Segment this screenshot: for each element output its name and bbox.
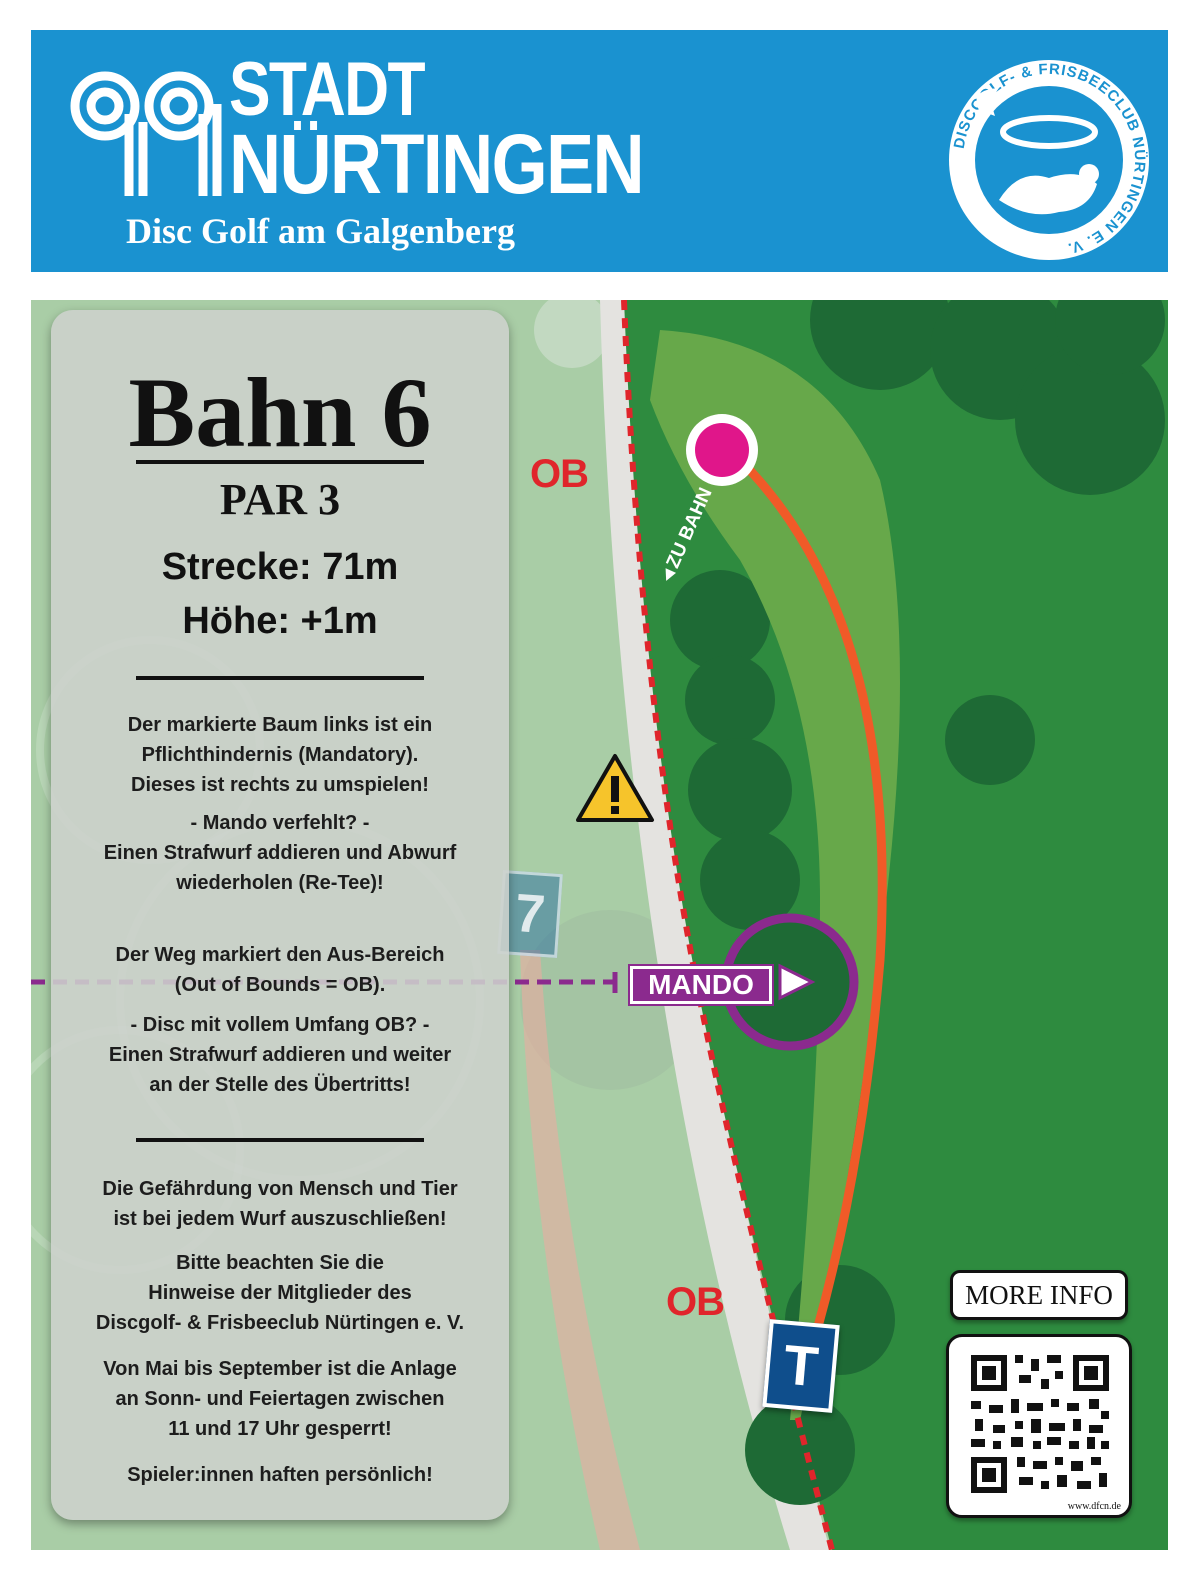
safety-note: Die Gefährdung von Mensch und Tier ist b…	[102, 1178, 458, 1230]
divider	[136, 676, 424, 680]
closure-note: Von Mai bis September ist die Anlage an …	[103, 1358, 457, 1440]
ob-label-bottom: OB	[666, 1280, 725, 1324]
liability-note: Spieler:innen haften persönlich!	[127, 1464, 433, 1486]
height: Höhe: +1m	[182, 600, 378, 642]
ob-label-top: OB	[530, 452, 589, 496]
warning-icon	[576, 754, 654, 822]
qr-code-icon	[971, 1355, 1109, 1493]
ob-rule: Der Weg markiert den Aus-Bereich (Out of…	[115, 944, 445, 996]
par: PAR 3	[219, 475, 341, 524]
tee-sign-icon: T	[762, 1319, 840, 1413]
divider	[136, 460, 424, 464]
mando-rule: Der markierte Baum links ist ein Pflicht…	[127, 714, 433, 796]
basket-icon	[686, 414, 758, 486]
club-logo-icon: DISCGOLF- & FRISBEECLUB NÜRTINGEN E. V.	[949, 60, 1149, 260]
info-panel: Bahn 6 PAR 3 Strecke: 71m Höhe: +1m Der …	[51, 310, 509, 1520]
city-logo-icon	[70, 71, 222, 196]
city-name-line2: NÜRTINGEN	[229, 117, 645, 211]
mando-missed: - Mando verfehlt? - Einen Strafwurf addi…	[103, 812, 457, 894]
qr-code[interactable]: www.dfcn.de	[946, 1334, 1132, 1518]
flight-path	[736, 456, 887, 1382]
qr-url: www.dfcn.de	[1067, 1501, 1121, 1512]
header-banner: STADT NÜRTINGEN Disc Golf am Galgenberg …	[31, 30, 1168, 272]
hole-title: Bahn 6	[128, 357, 432, 468]
ob-question: - Disc mit vollem Umfang OB? - Einen Str…	[108, 1014, 452, 1096]
distance: Strecke: 71m	[161, 546, 399, 588]
members-note: Bitte beachten Sie die Hinweise der Mitg…	[95, 1252, 465, 1334]
city-name-line1: STADT	[229, 47, 426, 132]
more-info-label: MORE INFO	[950, 1270, 1128, 1320]
mando-label: MANDO	[630, 966, 772, 1004]
divider	[136, 1138, 424, 1142]
course-subtitle: Disc Golf am Galgenberg	[126, 211, 515, 251]
